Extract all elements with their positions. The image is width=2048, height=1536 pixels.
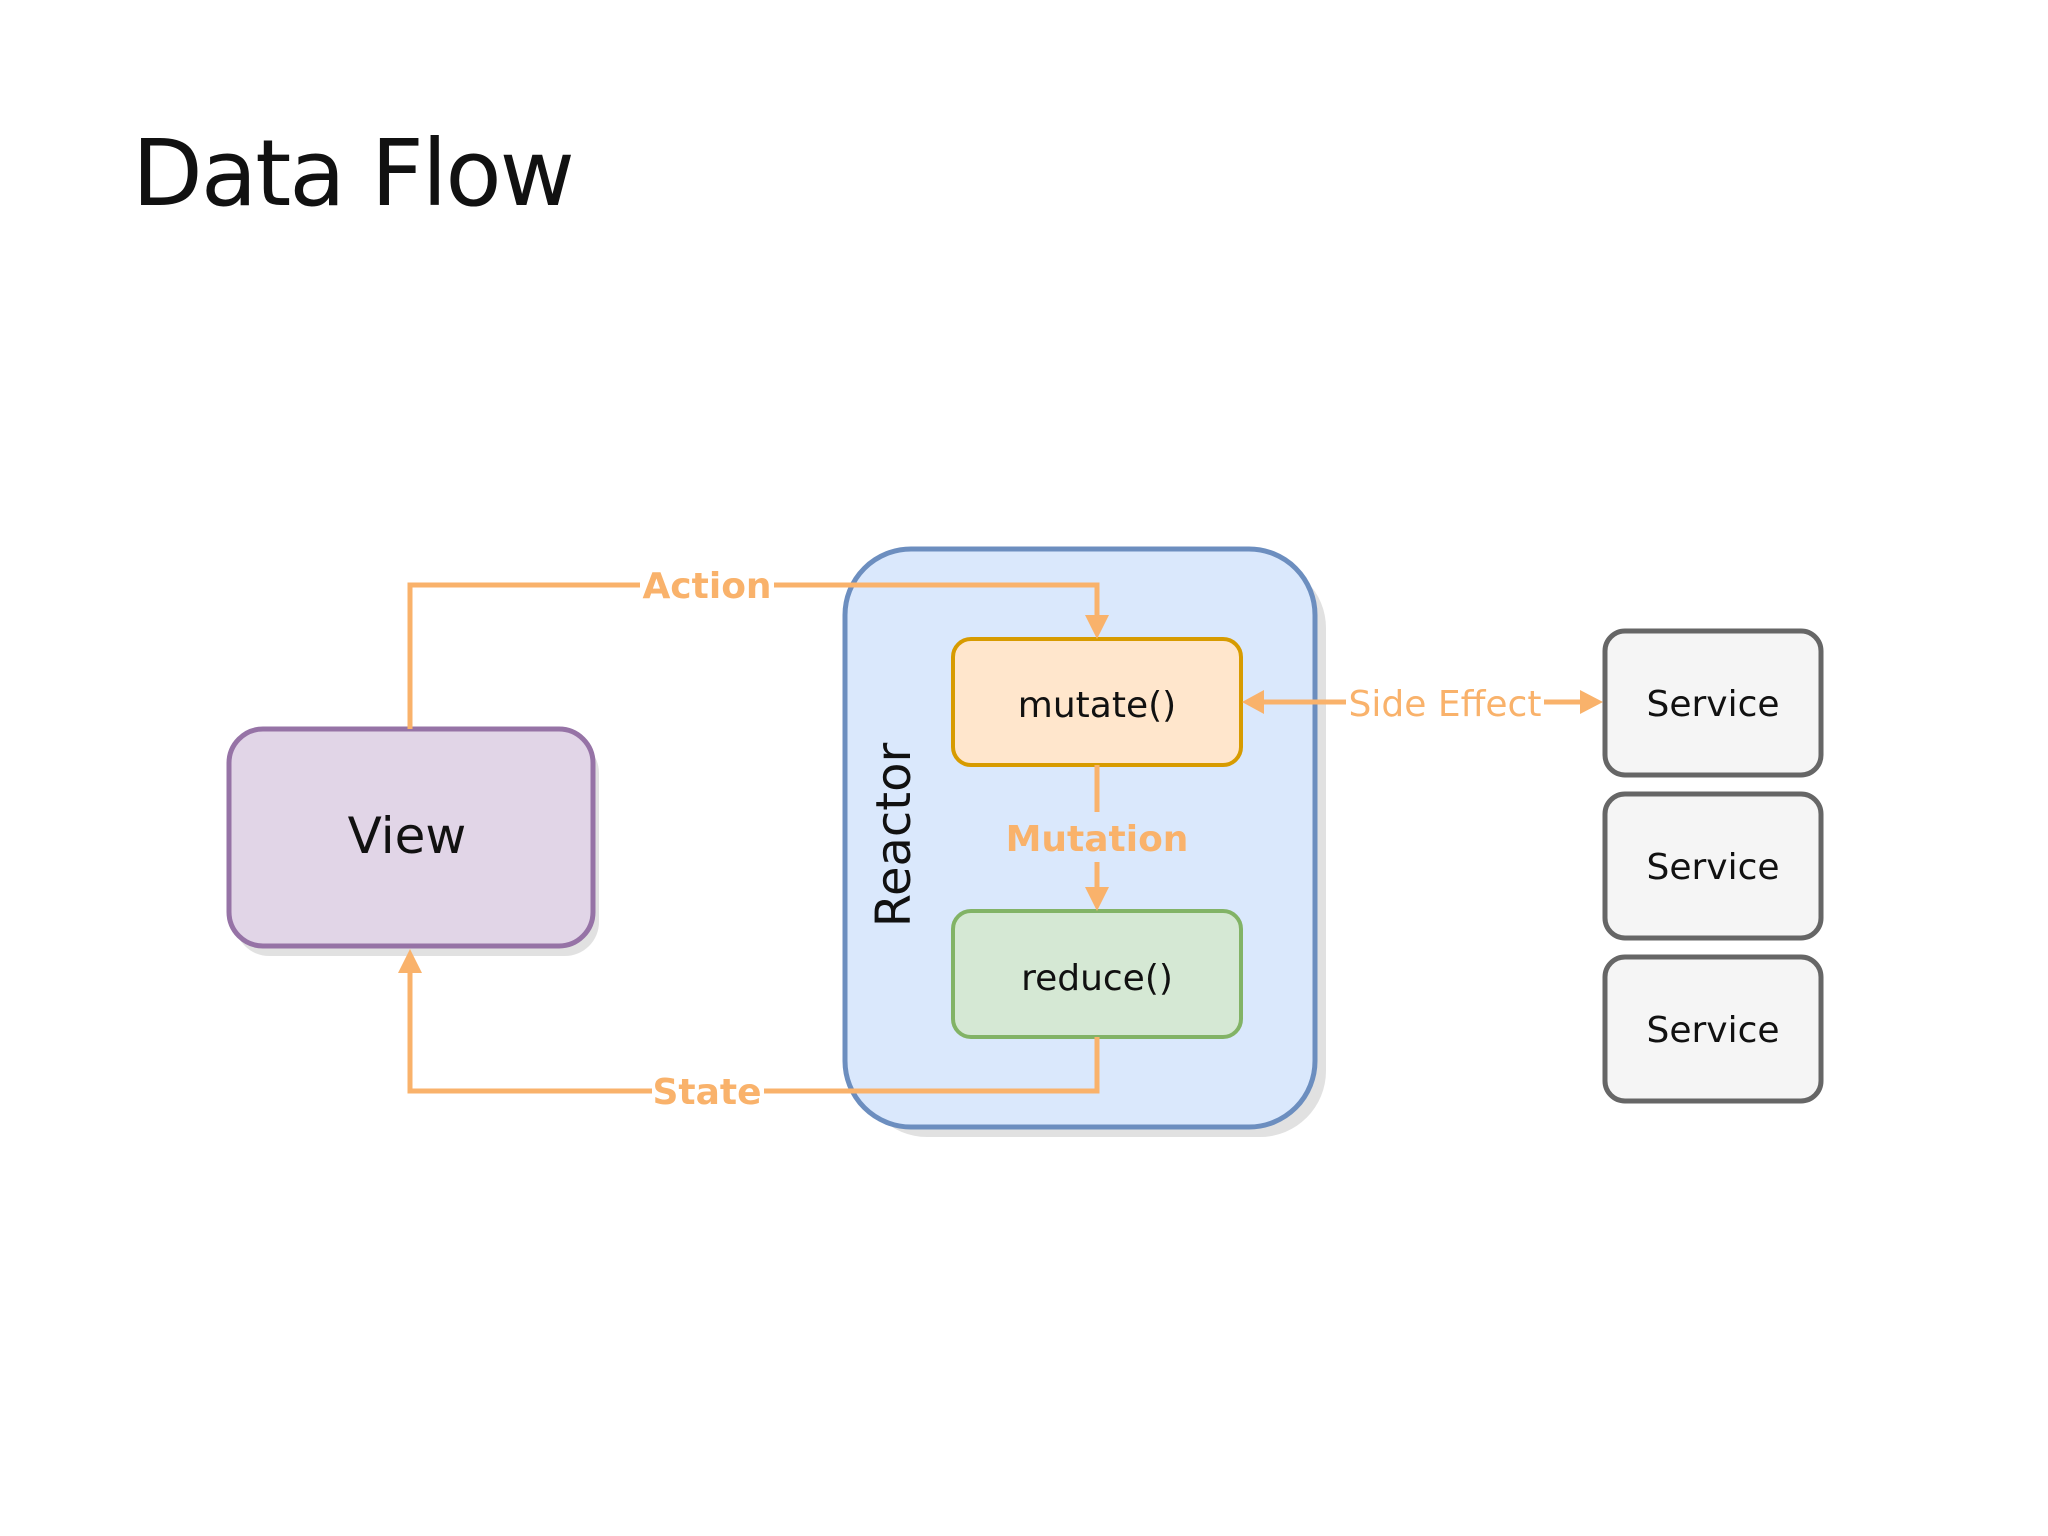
arrowhead-up	[398, 949, 422, 973]
side-effect-edge: Side Effect	[1242, 684, 1603, 725]
arrowhead-left	[1242, 690, 1264, 714]
service-node: Service	[1602, 628, 1824, 778]
service-box	[1602, 628, 1824, 778]
service-label: Service	[1646, 847, 1779, 888]
mutation-edge: Mutation	[1006, 765, 1189, 911]
view-node: View	[226, 726, 599, 956]
service-box	[1602, 791, 1824, 941]
arrowhead-right	[1580, 690, 1603, 714]
service-label: Service	[1646, 1010, 1779, 1051]
mutate-label: mutate()	[1018, 685, 1176, 726]
view-label: View	[348, 807, 467, 865]
service-label: Service	[1646, 684, 1779, 725]
state-label: State	[652, 1072, 761, 1113]
state-edge: State	[398, 949, 1100, 1113]
side-effect-label: Side Effect	[1349, 684, 1542, 725]
action-edge: Action	[407, 563, 1109, 729]
page-title: Data Flow	[132, 120, 575, 227]
reduce-node: reduce()	[951, 909, 1243, 1039]
service-node: Service	[1602, 954, 1824, 1104]
arrowhead-down	[1085, 887, 1109, 911]
reactor-label: Reactor	[866, 743, 922, 928]
service-box	[1602, 954, 1824, 1104]
mutation-label: Mutation	[1006, 819, 1189, 860]
action-label: Action	[642, 566, 771, 607]
arrowhead-down	[1085, 615, 1109, 639]
reduce-label: reduce()	[1021, 958, 1173, 999]
service-node: Service	[1602, 791, 1824, 941]
mutate-node: mutate()	[951, 637, 1243, 767]
